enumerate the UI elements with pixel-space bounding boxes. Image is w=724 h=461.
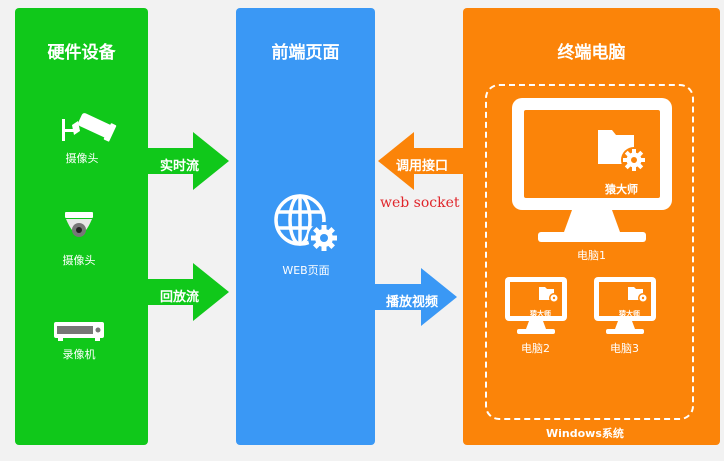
pc3-app-label: 猿大师 bbox=[619, 310, 640, 318]
pc2-label: 电脑2 bbox=[521, 342, 550, 355]
web-page-label: WEB页面 bbox=[282, 264, 330, 277]
hardware-panel-title: 硬件设备 bbox=[47, 43, 116, 63]
play-video-arrow bbox=[373, 268, 457, 326]
dome-camera-icon bbox=[65, 212, 93, 237]
globe-gear-icon bbox=[274, 194, 340, 254]
bullet-camera-icon bbox=[62, 113, 117, 142]
frontend-panel-title: 前端页面 bbox=[271, 43, 340, 63]
device-label-recorder: 录像机 bbox=[62, 348, 96, 361]
monitor-small-icon bbox=[505, 277, 567, 334]
windows-system-label: Windows系统 bbox=[546, 427, 624, 440]
device-label-camera-2: 摄像头 bbox=[62, 254, 96, 267]
web-socket-label: web socket bbox=[380, 195, 460, 211]
folder-gear-icon bbox=[598, 130, 647, 173]
realtime-stream-label: 实时流 bbox=[160, 159, 200, 174]
call-api-arrow bbox=[378, 132, 466, 190]
folder-gear-small-icon bbox=[539, 287, 559, 303]
windows-system-box bbox=[485, 84, 694, 420]
pc2-app-label: 猿大师 bbox=[530, 310, 551, 318]
pc3-label: 电脑3 bbox=[610, 342, 639, 355]
call-api-label: 调用接口 bbox=[396, 159, 449, 174]
playback-stream-label: 回放流 bbox=[160, 290, 200, 305]
device-label-camera-1: 摄像头 bbox=[65, 152, 99, 165]
monitor-icon bbox=[512, 98, 672, 242]
folder-gear-small-icon bbox=[628, 287, 648, 303]
play-video-label: 播放视频 bbox=[386, 295, 439, 310]
realtime-stream-arrow bbox=[145, 132, 229, 190]
playback-stream-arrow bbox=[145, 263, 229, 321]
main-pc-app-label: 猿大师 bbox=[605, 183, 638, 196]
terminal-panel-title: 终端电脑 bbox=[557, 43, 626, 63]
recorder-icon bbox=[54, 322, 104, 341]
pc1-label: 电脑1 bbox=[577, 249, 606, 262]
